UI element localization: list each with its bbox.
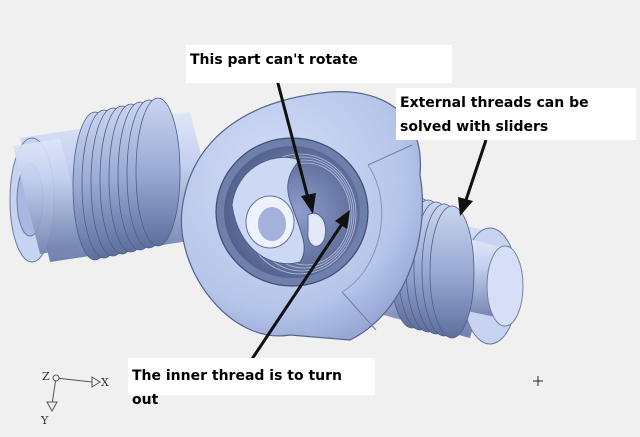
right-external-threads: [389, 195, 475, 339]
callout-cannot-rotate: This part can't rotate: [186, 45, 452, 83]
coordinate-triad: [46, 374, 101, 413]
axis-z-label: Z: [42, 370, 50, 383]
annotation-arrows: [248, 71, 488, 363]
axis-x-label: X: [101, 376, 109, 389]
callout-external-threads-line1: External threads can be: [400, 95, 589, 111]
callout-inner-thread-text: The inner thread is to turn out: [132, 368, 343, 408]
callout-external-threads: External threads can be solved with slid…: [396, 88, 636, 140]
callout-inner-thread: The inner thread is to turn out: [128, 358, 375, 408]
left-external-threads: [72, 97, 181, 261]
crosshair-cursor-icon: [533, 376, 543, 386]
internal-thread-bore: [215, 137, 369, 287]
callout-external-threads-line2: solved with sliders: [400, 119, 549, 135]
callout-cannot-rotate-text: This part can't rotate: [190, 52, 358, 68]
axis-y-label: Y: [41, 414, 49, 427]
